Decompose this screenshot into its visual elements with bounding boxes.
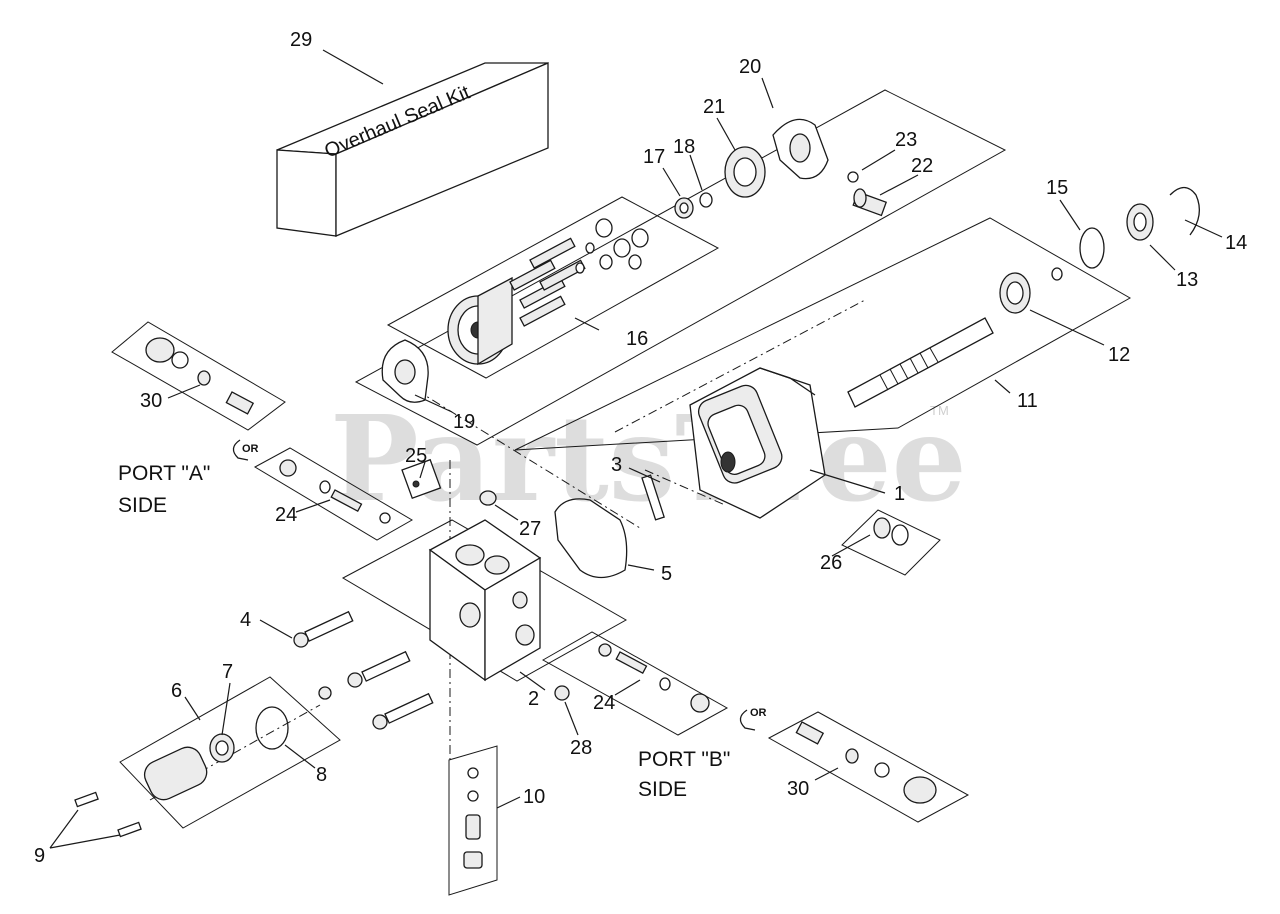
small-plug[interactable] (479, 490, 497, 506)
bypass-plate[interactable] (401, 458, 442, 500)
callout-8: 8 (316, 764, 327, 786)
housing-plug[interactable] (873, 517, 909, 546)
callout-2: 2 (528, 688, 539, 710)
callout-3: 3 (611, 454, 622, 476)
pins-22-23[interactable] (847, 171, 888, 217)
callout-23: 23 (895, 129, 917, 151)
port-b-line2: SIDE (638, 778, 687, 801)
callout-20: 20 (739, 56, 761, 78)
callout-30-bottom: 30 (787, 778, 809, 800)
shaft-bearing[interactable] (999, 267, 1063, 314)
charge-pump-cover[interactable] (74, 706, 289, 838)
rotation-arrow-a: OR (232, 439, 259, 461)
check-valve-b[interactable] (795, 721, 937, 804)
or-label-b: OR (750, 707, 767, 719)
swashplate[interactable] (772, 118, 829, 180)
callout-14: 14 (1225, 232, 1247, 254)
relief-valve-b[interactable] (598, 643, 710, 713)
callout-10: 10 (523, 786, 545, 808)
callout-5: 5 (661, 563, 672, 585)
leader-lines (49, 49, 1223, 849)
callouts: 29 20 21 17 18 23 22 15 14 13 12 11 16 1… (34, 29, 1247, 867)
callout-4: 4 (240, 609, 251, 631)
cylinder-block-kit[interactable] (447, 218, 649, 366)
port-b-label: PORT "B" SIDE (638, 748, 730, 801)
callout-22: 22 (911, 155, 933, 177)
callout-25: 25 (405, 445, 427, 467)
port-a-line2: SIDE (118, 494, 167, 517)
center-section[interactable] (428, 519, 542, 682)
callout-1: 1 (894, 483, 905, 505)
callout-17: 17 (643, 146, 665, 168)
cradle-bearing[interactable] (724, 146, 766, 198)
callout-30-top: 30 (140, 390, 162, 412)
port-a-label: PORT "A" SIDE (118, 462, 210, 517)
valve-kit-10[interactable] (463, 767, 483, 869)
callout-19: 19 (453, 411, 475, 433)
thrust-plate[interactable] (381, 339, 429, 403)
pistons (509, 237, 586, 327)
gasket[interactable] (554, 498, 628, 579)
callout-12: 12 (1108, 344, 1130, 366)
washers-17-18[interactable] (674, 192, 713, 219)
check-valve-a[interactable] (145, 337, 255, 415)
callout-24-bottom: 24 (593, 692, 615, 714)
callout-13: 13 (1176, 269, 1198, 291)
callout-21: 21 (703, 96, 725, 118)
bolts[interactable] (293, 610, 434, 730)
callout-29: 29 (290, 29, 312, 51)
callout-24-top: 24 (275, 504, 297, 526)
dowel-pin[interactable] (641, 474, 665, 521)
pump-housing[interactable] (689, 367, 826, 519)
or-label-a: OR (242, 443, 259, 455)
callout-26: 26 (820, 552, 842, 574)
callout-7: 7 (222, 661, 233, 683)
piston-rings (575, 218, 649, 274)
callout-15: 15 (1046, 177, 1068, 199)
callout-16: 16 (626, 328, 648, 350)
watermark: PartsTree TM (330, 389, 967, 528)
port-b-line1: PORT "B" (638, 748, 730, 771)
port-a-line1: PORT "A" (118, 462, 210, 485)
watermark-text: PartsTree (330, 389, 967, 528)
shaft-seal-parts[interactable] (1079, 186, 1201, 269)
seal-kit-box[interactable]: Overhaul Seal Kit (276, 62, 549, 237)
relief-valve-a[interactable] (279, 459, 391, 524)
watermark-tm: TM (930, 403, 949, 418)
small-plug-28[interactable] (554, 685, 570, 701)
callout-11: 11 (1017, 390, 1038, 412)
callout-28: 28 (570, 737, 592, 759)
callout-27: 27 (519, 518, 541, 540)
callout-6: 6 (171, 680, 182, 702)
callout-18: 18 (673, 136, 695, 158)
rotation-arrow-b: OR (739, 707, 767, 731)
callout-9: 9 (34, 845, 45, 867)
input-shaft[interactable] (847, 317, 994, 408)
